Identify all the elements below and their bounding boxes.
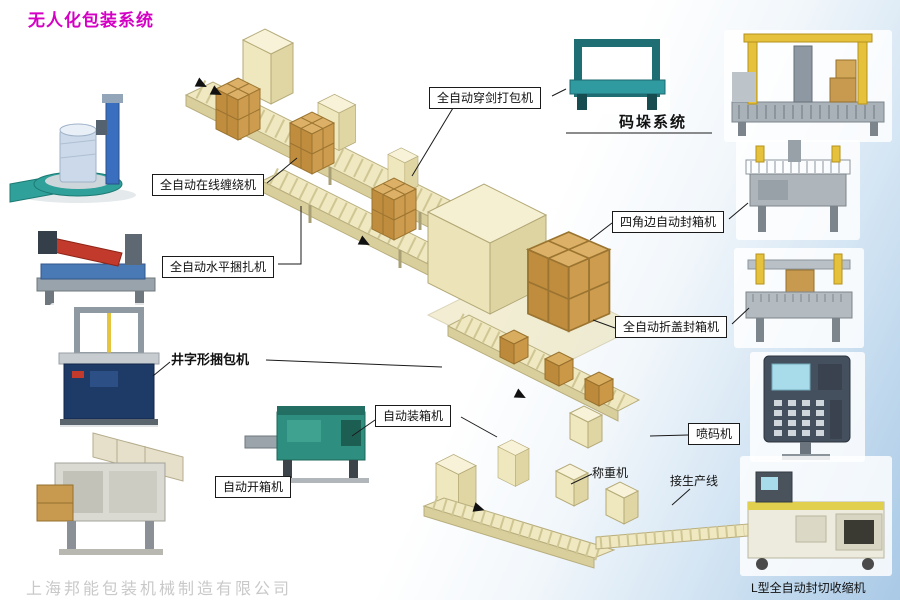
label-four-corner-sealer: 四角边自动封箱机 <box>612 211 725 234</box>
carton-stack-2 <box>289 111 335 175</box>
label-case-packer: 自动装箱机 <box>375 405 452 428</box>
inline-machine-tower <box>242 28 294 105</box>
label-weighing-machine: 称重机 <box>592 466 629 480</box>
l-shrink-wrapper-illustration <box>747 471 885 570</box>
machine-photo-sword-strapper <box>565 38 670 114</box>
carton-stack-1 <box>215 77 261 141</box>
inline-machine-strapper <box>387 147 419 194</box>
machine-photo-case-packer <box>243 392 395 484</box>
case-packer-illustration <box>244 406 369 483</box>
machine-photo-case-erector <box>33 425 191 558</box>
inline-machine-arch <box>317 93 356 151</box>
label-l-shrink-wrapper: L型全自动封切收缩机 <box>751 581 866 595</box>
bottom-machine-3 <box>605 481 639 525</box>
bottom-machine-4 <box>569 405 603 449</box>
flap-fold-sealer-illustration <box>745 253 853 342</box>
label-horizontal-strapping-machine: 全自动水平捆扎机 <box>162 256 275 279</box>
label-production-line: 接生产线 <box>670 474 719 488</box>
bottom-machine-2 <box>497 439 530 487</box>
conveyor-second <box>260 167 466 283</box>
machine-photo-cross-strapper <box>50 303 168 431</box>
conveyor-bottom <box>422 495 616 569</box>
label-cross-strapping-machine: 井字形捆包机 <box>171 352 250 367</box>
label-case-erector: 自动开箱机 <box>215 476 292 499</box>
page-title: 无人化包装系统 <box>28 11 154 30</box>
palletizer-illustration <box>731 33 885 136</box>
company-watermark: 上海邦能包装机械制造有限公司 <box>26 581 293 598</box>
label-sword-strapping-machine: 全自动穿剑打包机 <box>429 87 542 110</box>
conveyor-production-line <box>595 523 749 550</box>
machine-photo-four-corner-sealer <box>736 140 860 240</box>
case-erector-illustration <box>36 432 184 555</box>
machine-photo-palletizer <box>724 30 892 142</box>
sword-strapper-illustration <box>569 39 666 110</box>
carton-1 <box>499 329 529 365</box>
cross-strapper-illustration <box>58 307 160 427</box>
weighing-station <box>555 463 589 507</box>
machine-photo-flap-fold-sealer <box>734 248 864 348</box>
conveyor-middle <box>446 313 641 422</box>
online-wrapper-illustration <box>9 94 136 203</box>
machine-photo-inkjet-coder <box>750 352 865 462</box>
label-flap-fold-sealer: 全自动折盖封箱机 <box>615 316 728 339</box>
carton-stack-3 <box>371 177 417 241</box>
central-station <box>426 183 642 374</box>
label-palletizing-system: 码垛系统 <box>619 114 688 131</box>
label-online-wrapping-machine: 全自动在线缠绕机 <box>152 174 265 197</box>
machine-photo-l-shrink-wrapper <box>740 456 892 576</box>
horizontal-strapper-illustration <box>36 231 156 305</box>
inkjet-coder-illustration <box>763 355 851 460</box>
machine-photo-horizontal-strapper <box>25 220 165 308</box>
label-inkjet-coder: 喷码机 <box>688 423 741 446</box>
carton-3 <box>584 371 614 407</box>
pallet-load <box>527 231 611 333</box>
carton-2 <box>544 351 574 387</box>
bottom-machine-1 <box>435 453 477 515</box>
machine-photo-online-wrapper <box>8 92 158 207</box>
four-corner-sealer-illustration <box>745 140 851 232</box>
